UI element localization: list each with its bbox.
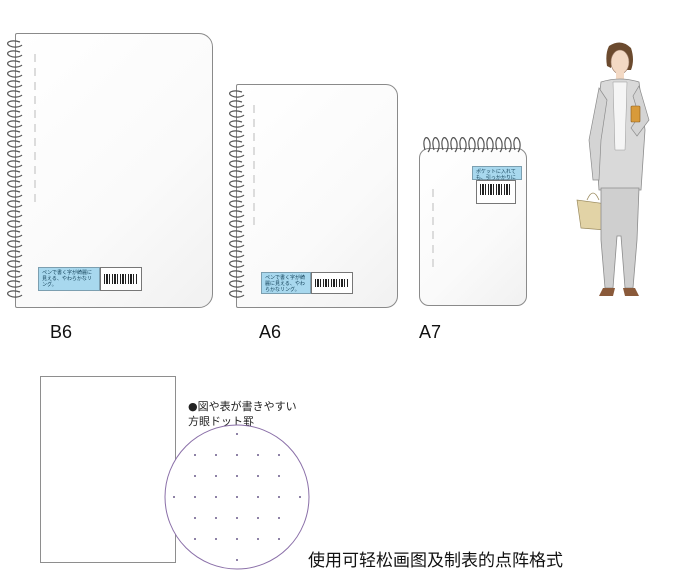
dot-grid-page — [40, 376, 176, 563]
size-label-a6: A6 — [259, 322, 282, 342]
woman-illustration — [576, 42, 650, 296]
grid-dot — [257, 475, 259, 477]
grid-dot — [194, 517, 196, 519]
notebook-a6: ペンで書く字が綺麗に見える、やわらかなリング。 — [236, 84, 398, 308]
grid-dot — [236, 475, 238, 477]
caption: 使用可轻松画图及制表的点阵格式 — [308, 551, 563, 571]
grid-dot — [278, 454, 280, 456]
grid-dot — [236, 496, 238, 498]
notebook-b6: ペンで書く字が綺麗に見える、やわらかなリング。 — [15, 33, 213, 308]
grid-dot — [257, 454, 259, 456]
spine-print — [34, 54, 36, 205]
grid-dot — [236, 433, 238, 435]
grid-dot — [257, 517, 259, 519]
size-label-b6: B6 — [50, 322, 73, 342]
grid-dot — [215, 538, 217, 540]
grid-dot — [194, 475, 196, 477]
cover-label: ペンで書く字が綺麗に見える、やわらかなリング。 — [38, 267, 100, 291]
grid-dot — [278, 496, 280, 498]
grid-dot — [236, 559, 238, 561]
grid-dots — [173, 433, 301, 561]
grid-dot — [236, 454, 238, 456]
cover-label: ポケットに入れても、引っかかりにくい。 — [472, 166, 522, 187]
trousers — [600, 187, 640, 289]
grid-dot — [299, 496, 301, 498]
cover-label: ペンで書く字が綺麗に見える、やわらかなリング。 — [261, 272, 311, 294]
grid-dot — [278, 538, 280, 540]
grid-dot — [278, 475, 280, 477]
dot-grid-feature-title: ●図や表が書きやすい — [188, 400, 297, 413]
grid-dot — [257, 496, 259, 498]
grid-dot — [215, 496, 217, 498]
size-label-a7: A7 — [419, 322, 442, 342]
barcode-icon — [100, 267, 142, 291]
grid-dot — [278, 517, 280, 519]
spine-print — [432, 189, 434, 267]
notebook-a7: ポケットに入れても、引っかかりにくい。 — [419, 148, 527, 306]
barcode-icon — [476, 180, 516, 204]
grid-dot — [257, 538, 259, 540]
grid-dot — [194, 538, 196, 540]
barcode-icon — [311, 272, 353, 294]
grid-dot — [236, 517, 238, 519]
dot-grid-magnifier — [164, 424, 310, 570]
grid-dot — [215, 517, 217, 519]
spine-print — [253, 105, 255, 228]
grid-dot — [236, 538, 238, 540]
grid-dot — [173, 496, 175, 498]
cup-icon — [630, 105, 641, 123]
grid-dot — [194, 454, 196, 456]
grid-dot — [194, 496, 196, 498]
grid-dot — [215, 454, 217, 456]
grid-dot — [215, 475, 217, 477]
